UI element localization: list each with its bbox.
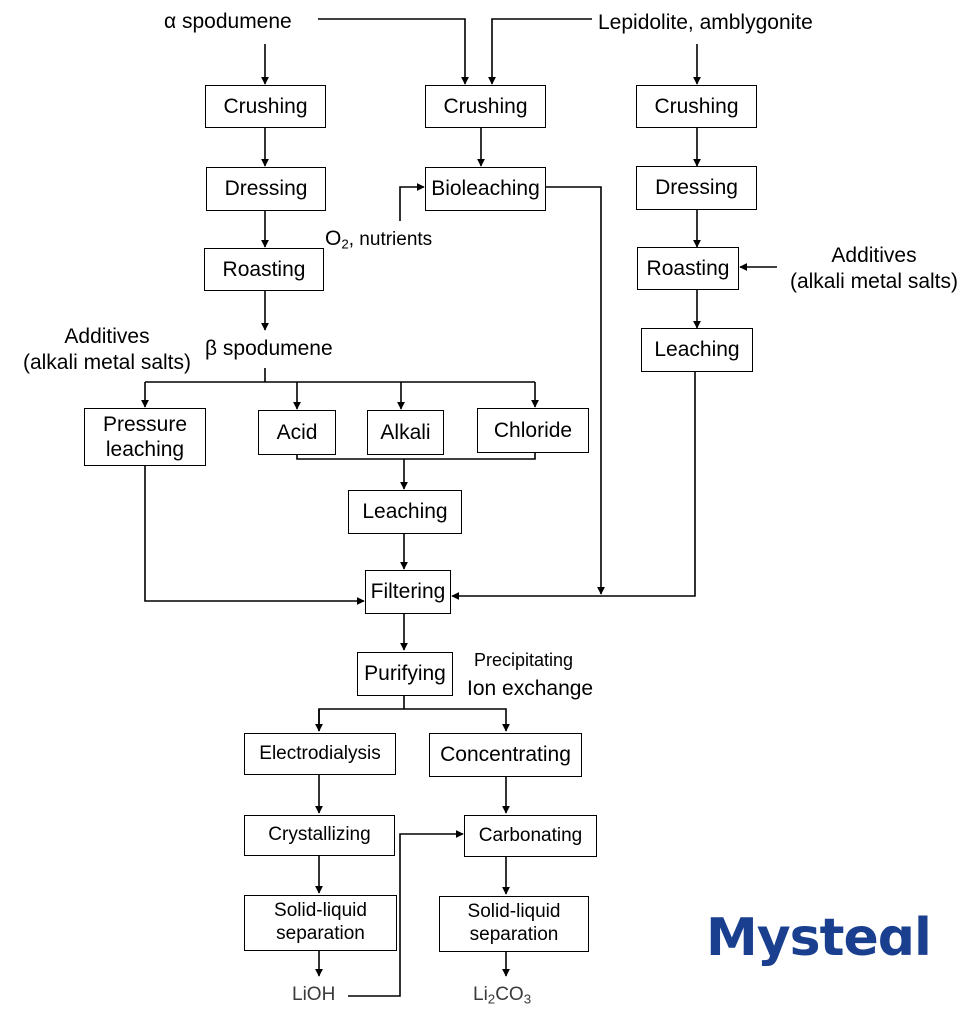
roasting-right-box: Roasting bbox=[637, 247, 739, 290]
arrow-lioh-to-carbonating bbox=[348, 830, 464, 997]
carbonating-box: Carbonating bbox=[464, 815, 597, 857]
ion-exchange-label: Ion exchange bbox=[467, 677, 594, 700]
purifying-box: Purifying bbox=[357, 652, 453, 696]
logo-text-main: Myste bbox=[706, 908, 879, 968]
filtering-box: Filtering bbox=[365, 570, 451, 614]
logo-text-accent: ɑl bbox=[877, 908, 932, 968]
o2-subscript: 2 bbox=[341, 236, 349, 252]
additives-left-label: Additives (alkali metal salts) bbox=[14, 324, 200, 377]
arrow-alpha-to-mid-crushing bbox=[318, 18, 469, 85]
crushing-left-box: Crushing bbox=[205, 85, 326, 128]
leaching-center-box: Leaching bbox=[348, 490, 462, 534]
leaching-right-box: Leaching bbox=[641, 328, 753, 372]
sls-left-line1: Solid-liquid bbox=[274, 900, 367, 922]
li2co3-li: Li bbox=[473, 984, 488, 1005]
arrow-pressure-to-filtering bbox=[144, 466, 365, 605]
arrow-right-leaching-to-filtering bbox=[451, 372, 696, 600]
arrow-lepidolite-to-mid-crushing bbox=[488, 18, 592, 85]
pressure-leaching-box: Pressure leaching bbox=[84, 408, 206, 466]
dressing-right-box: Dressing bbox=[636, 166, 757, 210]
additives-right-line2: (alkali metal salts) bbox=[789, 270, 959, 294]
beta-bus bbox=[145, 368, 535, 383]
sls-right-line2: separation bbox=[469, 924, 559, 945]
sls-right-box: Solid-liquid separation bbox=[439, 896, 589, 952]
additives-right-label: Additives (alkali metal salts) bbox=[781, 243, 967, 296]
sls-left-box: Solid-liquid separation bbox=[244, 895, 397, 951]
additives-left-line1: Additives bbox=[64, 325, 150, 348]
li2co3-sub2: 3 bbox=[523, 991, 532, 1007]
roasting-left-box: Roasting bbox=[204, 248, 324, 291]
li2co3-label: Li2CO3 bbox=[473, 983, 531, 1008]
chloride-box: Chloride bbox=[477, 408, 589, 453]
sls-left-line2: separation bbox=[276, 923, 365, 944]
nutrients-text: , nutrients bbox=[348, 229, 433, 250]
acid-box: Acid bbox=[258, 410, 336, 455]
beta-spodumene-label: β spodumene bbox=[205, 337, 333, 360]
sls-right-line1: Solid-liquid bbox=[467, 901, 561, 923]
alkali-box: Alkali bbox=[367, 410, 444, 455]
electrodialysis-box: Electrodialysis bbox=[244, 733, 396, 775]
pressure-line1: Pressure bbox=[102, 412, 188, 436]
o2-nutrients-label: O2, nutrients bbox=[325, 226, 432, 253]
li2co3-co: CO bbox=[495, 984, 524, 1005]
arrow-o2-to-bioleaching bbox=[399, 183, 425, 221]
dressing-left-box: Dressing bbox=[206, 167, 326, 211]
precipitating-label: Precipitating bbox=[474, 650, 574, 670]
alpha-spodumene-label: α spodumene bbox=[164, 10, 292, 33]
bioleaching-box: Bioleaching bbox=[425, 167, 546, 211]
li2co3-sub1: 2 bbox=[487, 991, 496, 1007]
additives-right-line1: Additives bbox=[831, 244, 917, 267]
lepidolite-label: Lepidolite, amblygonite bbox=[598, 11, 813, 34]
lioh-label: LiOH bbox=[292, 984, 336, 1005]
pressure-line2: leaching bbox=[105, 438, 185, 461]
o2-text: O bbox=[325, 227, 342, 250]
crystallizing-box: Crystallizing bbox=[244, 815, 395, 856]
crushing-right-box: Crushing bbox=[636, 85, 757, 128]
concentrating-box: Concentrating bbox=[429, 733, 582, 777]
crushing-mid-box: Crushing bbox=[425, 85, 546, 128]
mysteal-logo: Mysteɑl bbox=[706, 908, 932, 968]
collect-bus bbox=[296, 453, 536, 460]
additives-left-line2: (alkali metal salts) bbox=[22, 351, 192, 375]
arrow-bioleaching-down bbox=[546, 186, 605, 595]
